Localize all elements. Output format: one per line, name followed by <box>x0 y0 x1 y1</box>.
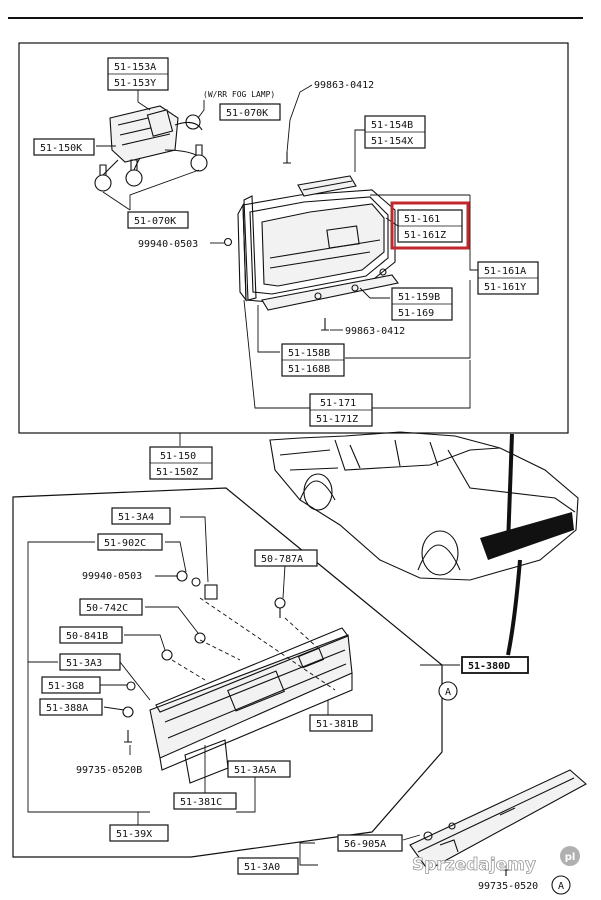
label-51-161a-stack: 51-161A 51-161Y <box>477 261 539 295</box>
label-51-161-stack: 51-161 51-161Z <box>397 209 463 243</box>
svg-text:51-3A5A: 51-3A5A <box>234 765 276 776</box>
car-sketch <box>269 431 579 656</box>
ref-circle-a-1: A <box>438 681 458 701</box>
svg-text:51-3A4: 51-3A4 <box>118 512 154 523</box>
ref-circle-a-2: A <box>551 875 571 895</box>
rear-garnish-panel <box>122 570 353 784</box>
svg-text:51-171Z: 51-171Z <box>316 414 358 425</box>
svg-text:50-742C: 50-742C <box>86 603 128 614</box>
label-51-380d: 51-380D <box>461 656 529 674</box>
label-51-158b-stack: 51-158B 51-168B <box>281 343 345 377</box>
label-56-905a: 56-905A <box>337 834 403 852</box>
svg-text:51-3A0: 51-3A0 <box>244 862 280 873</box>
label-99863-0412-mid: 99863-0412 <box>345 326 405 337</box>
svg-text:51-158B: 51-158B <box>288 348 330 359</box>
svg-text:51-171: 51-171 <box>320 398 356 409</box>
svg-text:51-153Y: 51-153Y <box>114 78 156 89</box>
svg-text:51-169: 51-169 <box>398 308 434 319</box>
svg-text:51-161Z: 51-161Z <box>404 230 446 241</box>
label-50-841b: 50-841B <box>59 626 123 644</box>
svg-text:51-154B: 51-154B <box>371 120 413 131</box>
fog-lamp-note: (W/RR FOG LAMP) <box>203 90 275 99</box>
lower-leaders <box>27 516 460 866</box>
label-51-3a3: 51-3A3 <box>59 653 121 671</box>
label-51-150-stack: 51-150 51-150Z <box>149 446 213 480</box>
label-50-787a: 50-787A <box>254 549 318 567</box>
label-51-171-stack: 51-171 51-171Z <box>309 393 373 427</box>
label-50-742c: 50-742C <box>79 598 143 616</box>
svg-text:51-168B: 51-168B <box>288 364 330 375</box>
label-99940-0503-bottom: 99940-0503 <box>82 571 142 582</box>
label-99735-0520b: 99735-0520B <box>76 765 142 776</box>
label-51-902c: 51-902C <box>97 533 163 551</box>
label-51-3a0: 51-3A0 <box>237 857 299 875</box>
socket-cluster <box>94 105 208 192</box>
svg-text:A: A <box>558 881 564 892</box>
label-51-39x: 51-39X <box>109 824 169 842</box>
upper-frame <box>18 42 569 434</box>
svg-text:51-150K: 51-150K <box>40 143 82 154</box>
svg-text:51-388A: 51-388A <box>46 703 88 714</box>
label-51-3g8: 51-3G8 <box>41 676 101 694</box>
tail-lamp-assembly <box>223 152 399 331</box>
label-51-070k-bottom: 51-070K <box>127 211 189 229</box>
svg-text:51-380D: 51-380D <box>468 661 510 672</box>
highlight-box <box>390 201 470 250</box>
label-51-070k-top: 51-070K <box>219 103 281 121</box>
label-99735-0520-tail: 99735-0520 <box>478 881 538 892</box>
svg-text:51-070K: 51-070K <box>226 108 268 119</box>
svg-text:51-902C: 51-902C <box>104 538 146 549</box>
svg-text:Sprzedajemy: Sprzedajemy <box>412 855 536 875</box>
svg-text:51-381B: 51-381B <box>316 719 358 730</box>
label-99863-0412-top: 99863-0412 <box>314 80 374 91</box>
svg-text:51-381C: 51-381C <box>180 797 222 808</box>
svg-text:51-150: 51-150 <box>160 451 196 462</box>
svg-text:51-150Z: 51-150Z <box>156 467 198 478</box>
label-99940-0503-top: 99940-0503 <box>138 239 198 250</box>
svg-text:51-161A: 51-161A <box>484 266 526 277</box>
trim-strip <box>409 769 587 876</box>
watermark: Sprzedajemy pl <box>412 846 580 875</box>
svg-text:50-841B: 50-841B <box>66 631 108 642</box>
svg-text:51-3G8: 51-3G8 <box>48 681 84 692</box>
label-51-388a: 51-388A <box>39 698 103 716</box>
svg-text:50-787A: 50-787A <box>261 554 303 565</box>
upper-leaders <box>96 84 478 446</box>
label-51-3a5a: 51-3A5A <box>227 760 291 778</box>
dashed-guides <box>171 597 336 691</box>
label-51-3a4: 51-3A4 <box>111 507 171 525</box>
svg-text:51-070K: 51-070K <box>134 216 176 227</box>
lower-frame <box>12 487 443 858</box>
svg-text:51-153A: 51-153A <box>114 62 156 73</box>
svg-text:pl: pl <box>565 852 576 863</box>
label-51-381b: 51-381B <box>309 714 373 732</box>
label-51-381c: 51-381C <box>173 792 237 810</box>
svg-text:A: A <box>445 687 451 698</box>
label-51-150k: 51-150K <box>33 138 95 156</box>
svg-text:51-161Y: 51-161Y <box>484 282 526 293</box>
svg-text:51-39X: 51-39X <box>116 829 152 840</box>
svg-text:51-3A3: 51-3A3 <box>66 658 102 669</box>
label-51-154b-stack: 51-154B 51-154X <box>364 115 426 149</box>
svg-text:56-905A: 56-905A <box>344 839 386 850</box>
label-51-159b-stack: 51-159B 51-169 <box>391 287 453 321</box>
label-51-153a-stack: 51-153A 51-153Y <box>107 57 169 91</box>
svg-text:51-154X: 51-154X <box>371 136 413 147</box>
svg-text:51-161: 51-161 <box>404 214 440 225</box>
svg-text:51-159B: 51-159B <box>398 292 440 303</box>
